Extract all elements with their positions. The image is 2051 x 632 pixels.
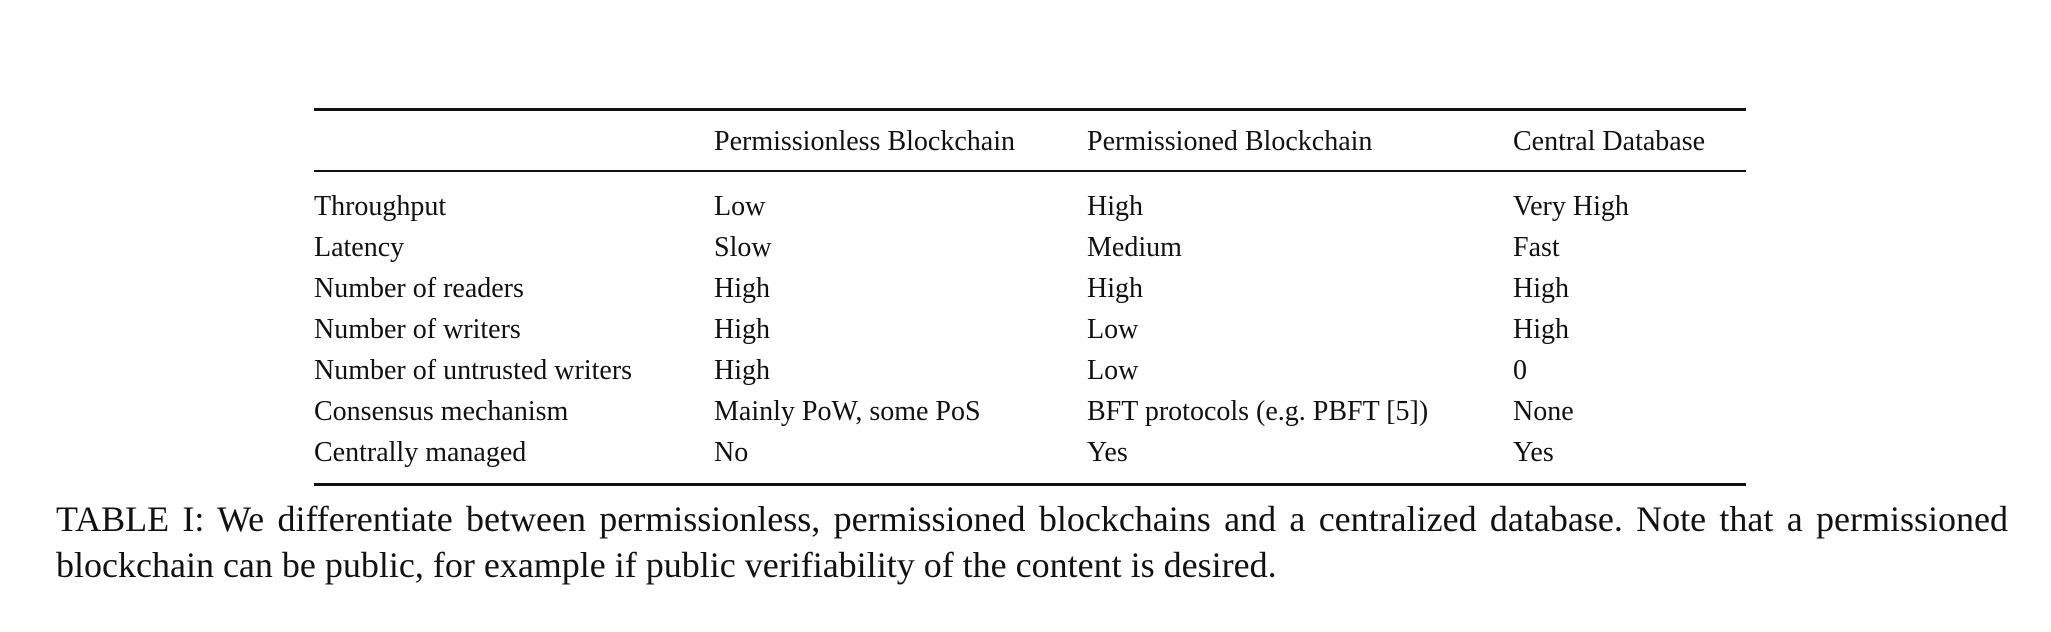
table-cell: Low (1087, 355, 1139, 386)
header-cell-blank (314, 109, 714, 172)
table-body: Throughput Low High Very High Latency Sl… (314, 171, 1746, 485)
table-row: Latency Slow Medium Fast (314, 227, 1746, 268)
row-label: Throughput (314, 191, 447, 222)
table-cell: Slow (714, 232, 772, 263)
row-label: Number of writers (314, 314, 521, 345)
row-label: Number of untrusted writers (314, 355, 633, 386)
comparison-table-grid: Permissionless Blockchain Permissioned B… (314, 108, 1746, 486)
table-cell: No (714, 437, 749, 468)
row-label: Latency (314, 232, 405, 263)
table-header: Permissionless Blockchain Permissioned B… (314, 109, 1746, 172)
table-cell: High (1513, 314, 1569, 345)
table-row: Number of writers High Low High (314, 309, 1746, 350)
table-cell: High (714, 314, 770, 345)
table-caption: TABLE I: We differentiate between permis… (56, 499, 2008, 585)
table-cell: Mainly PoW, some PoS (714, 396, 981, 427)
table-cell: High (714, 273, 770, 304)
row-label: Consensus mechanism (314, 396, 569, 427)
header-cell-permissionless: Permissionless Blockchain (714, 109, 1087, 172)
table-cell: 0 (1513, 355, 1527, 386)
header-cell-central-database: Central Database (1513, 109, 1746, 172)
table-cell: Fast (1513, 232, 1560, 263)
table-cell: BFT protocols (e.g. PBFT [5]) (1087, 396, 1429, 427)
table-row: Consensus mechanism Mainly PoW, some PoS… (314, 391, 1746, 432)
table-cell: High (1087, 191, 1143, 222)
table-cell: Low (714, 191, 766, 222)
table-row: Throughput Low High Very High (314, 171, 1746, 227)
table-cell: Low (1087, 314, 1139, 345)
row-label: Number of readers (314, 273, 524, 304)
table-cell: High (714, 355, 770, 386)
table-cell: Yes (1087, 437, 1128, 468)
table-cell: High (1513, 273, 1569, 304)
table-cell: Very High (1513, 191, 1629, 222)
comparison-table: Permissionless Blockchain Permissioned B… (314, 108, 1746, 486)
table-cell: Yes (1513, 437, 1554, 468)
table-cell: Medium (1087, 232, 1182, 263)
row-label: Centrally managed (314, 437, 527, 468)
header-cell-permissioned: Permissioned Blockchain (1087, 109, 1513, 172)
table-cell: None (1513, 396, 1574, 427)
table-cell: High (1087, 273, 1143, 304)
header-row: Permissionless Blockchain Permissioned B… (314, 109, 1746, 172)
table-row: Number of untrusted writers High Low 0 (314, 350, 1746, 391)
table-row: Number of readers High High High (314, 268, 1746, 309)
table-row: Centrally managed No Yes Yes (314, 432, 1746, 485)
